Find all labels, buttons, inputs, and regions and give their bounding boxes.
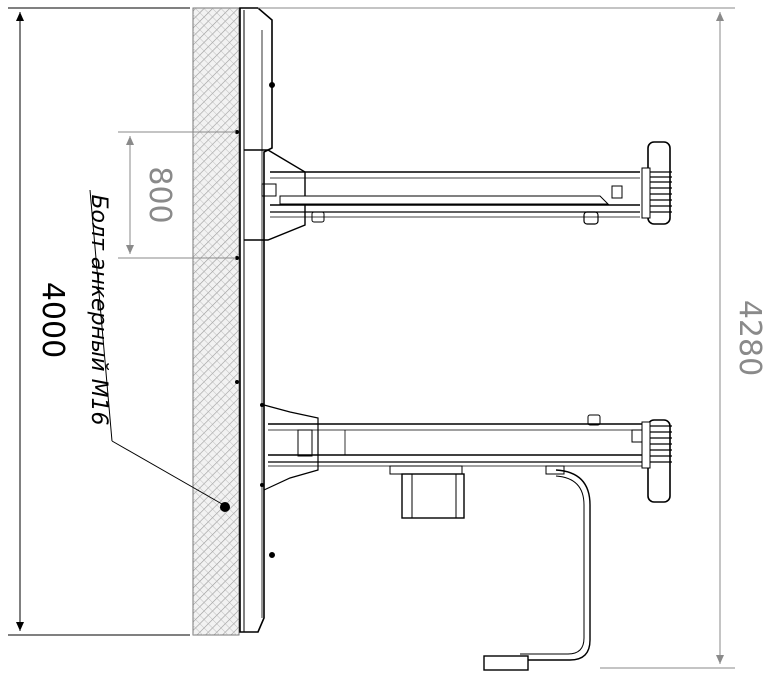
dimension-4000-text: 4000 — [35, 282, 70, 358]
concrete-wall — [192, 7, 240, 636]
dimension-4280-text: 4280 — [732, 300, 767, 376]
lift-column — [235, 7, 275, 633]
anchor-bolt — [89, 189, 230, 512]
lower-lift-arm — [263, 404, 672, 503]
dimension-4280: 4280 — [258, 7, 767, 669]
control-handle — [483, 469, 591, 671]
dimension-4000: 4000 — [8, 7, 190, 636]
dimension-800-text: 800 — [142, 166, 177, 223]
upper-lift-arm — [244, 141, 672, 241]
power-unit — [389, 465, 565, 519]
anchor-bolt-label: Болт анкерный М16 — [86, 194, 111, 425]
dimension-800: 800 — [118, 131, 236, 259]
